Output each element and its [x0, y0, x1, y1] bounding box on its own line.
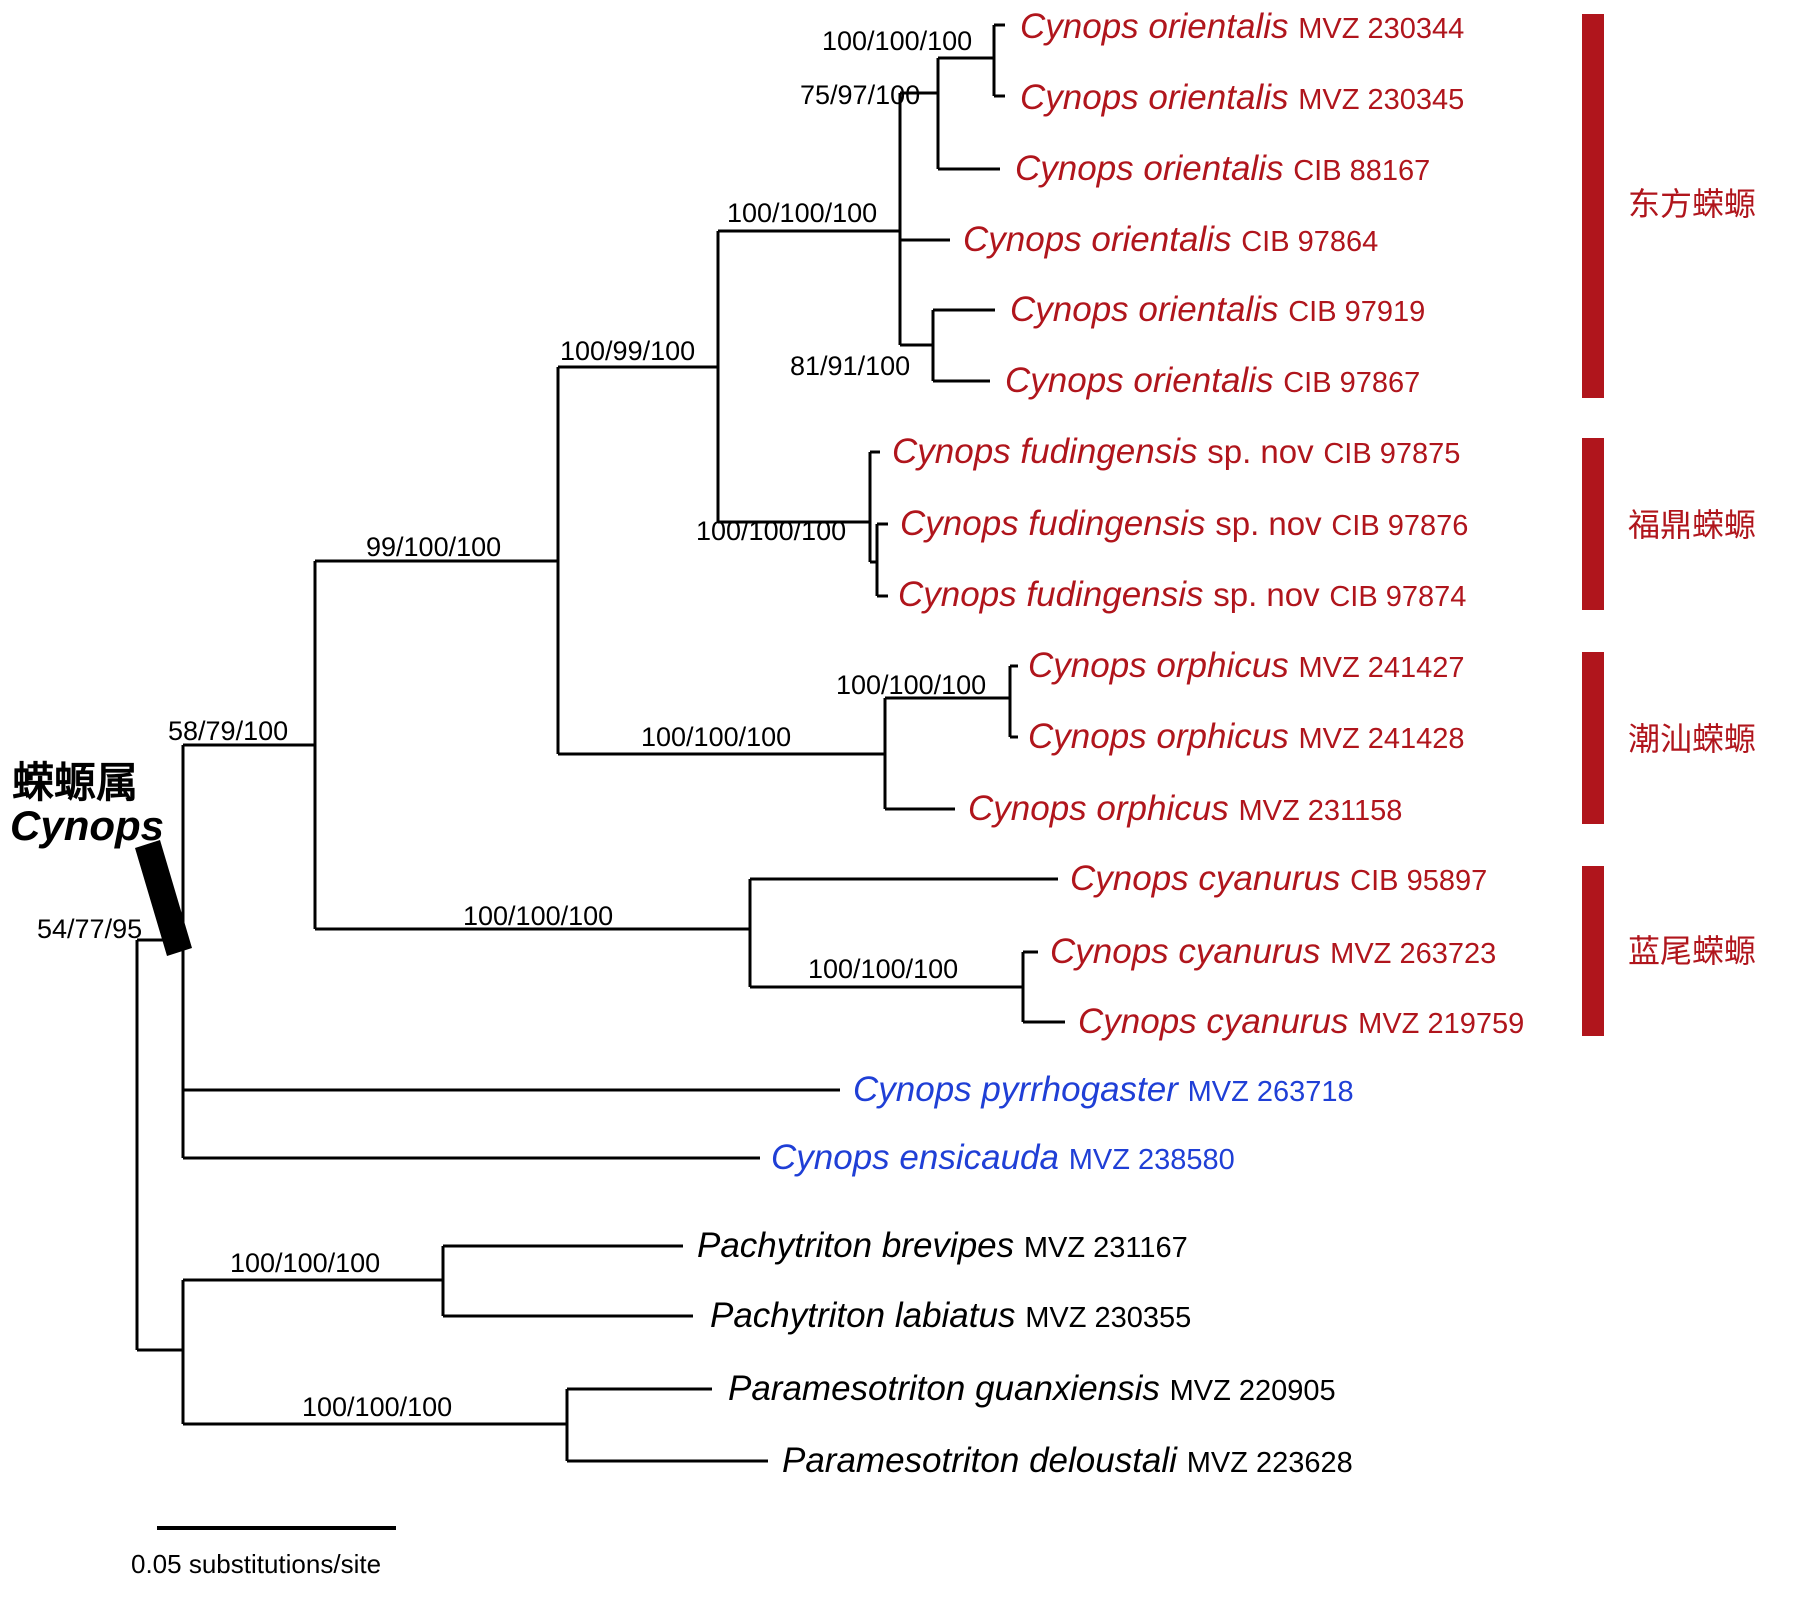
genus-label-latin: Cynops	[10, 802, 164, 849]
taxon-label: Cynops ensicauda MVZ 238580	[771, 1138, 1235, 1177]
clade-bar-orientalis	[1582, 14, 1604, 398]
taxon-label: Cynops orientalis CIB 97867	[1005, 361, 1420, 400]
clade-bar-orphicus	[1582, 652, 1604, 824]
clade-label-cyanurus: 蓝尾蝾螈	[1628, 933, 1756, 969]
scale-bar-label: 0.05 substitutions/site	[131, 1549, 381, 1579]
support-values: 100/100/100 75/97/100 100/100/100 81/91/…	[37, 26, 986, 1422]
genus-annotation: 蝾螈属 Cynops	[10, 759, 192, 956]
taxon-label: Pachytriton brevipes MVZ 231167	[697, 1226, 1188, 1265]
taxon-label: Cynops cyanurus MVZ 263723	[1050, 932, 1496, 971]
taxon-label: Cynops orphicus MVZ 231158	[968, 789, 1402, 828]
tip-labels: Cynops orientalis MVZ 230344 Cynops orie…	[697, 7, 1524, 1480]
scale-bar: 0.05 substitutions/site	[131, 1526, 396, 1579]
taxon-label: Cynops fudingensis sp. nov CIB 97874	[898, 575, 1466, 614]
support-label: 100/100/100	[230, 1248, 380, 1278]
taxon-label: Paramesotriton deloustali MVZ 223628	[782, 1441, 1353, 1480]
taxon-label: Cynops orientalis CIB 97864	[963, 220, 1378, 259]
taxon-label: Cynops orphicus MVZ 241428	[1028, 717, 1464, 756]
support-label: 75/97/100	[800, 80, 920, 110]
clade-bar-cyanurus	[1582, 866, 1604, 1036]
tree-branches	[135, 23, 1065, 1463]
taxon-label: Cynops orientalis CIB 97919	[1010, 290, 1425, 329]
support-label: 100/100/100	[727, 198, 877, 228]
taxon-label: Cynops pyrrhogaster MVZ 263718	[853, 1070, 1354, 1109]
support-label: 100/100/100	[808, 954, 958, 984]
taxon-label: Cynops cyanurus MVZ 219759	[1078, 1002, 1524, 1041]
support-label: 100/100/100	[836, 670, 986, 700]
taxon-label: Cynops cyanurus CIB 95897	[1070, 859, 1487, 898]
taxon-label: Cynops orientalis MVZ 230345	[1020, 78, 1464, 117]
genus-pointer	[135, 840, 192, 956]
support-label: 58/79/100	[168, 716, 288, 746]
support-label: 54/77/95	[37, 914, 142, 944]
clade-label-fudingensis: 福鼎蝾螈	[1628, 507, 1756, 543]
support-label: 100/100/100	[302, 1392, 452, 1422]
clade-annotations: 东方蝾螈 福鼎蝾螈 潮汕蝾螈 蓝尾蝾螈	[1582, 14, 1756, 1036]
clade-label-orphicus: 潮汕蝾螈	[1628, 721, 1756, 757]
support-label: 100/99/100	[560, 336, 695, 366]
clade-label-orientalis: 东方蝾螈	[1628, 186, 1756, 222]
taxon-label: Pachytriton labiatus MVZ 230355	[710, 1296, 1191, 1335]
taxon-label: Cynops orientalis MVZ 230344	[1020, 7, 1464, 46]
taxon-label: Cynops fudingensis sp. nov CIB 97876	[900, 504, 1468, 543]
support-label: 100/100/100	[822, 26, 972, 56]
support-label: 100/100/100	[463, 901, 613, 931]
clade-bar-fudingensis	[1582, 438, 1604, 610]
taxon-label: Paramesotriton guanxiensis MVZ 220905	[728, 1369, 1336, 1408]
genus-label-chinese: 蝾螈属	[12, 759, 138, 806]
support-label: 81/91/100	[790, 351, 910, 381]
support-label: 99/100/100	[366, 532, 501, 562]
taxon-label: Cynops fudingensis sp. nov CIB 97875	[892, 432, 1460, 471]
taxon-label: Cynops orphicus MVZ 241427	[1028, 646, 1464, 685]
support-label: 100/100/100	[696, 516, 846, 546]
taxon-label: Cynops orientalis CIB 88167	[1015, 149, 1430, 188]
support-label: 100/100/100	[641, 722, 791, 752]
